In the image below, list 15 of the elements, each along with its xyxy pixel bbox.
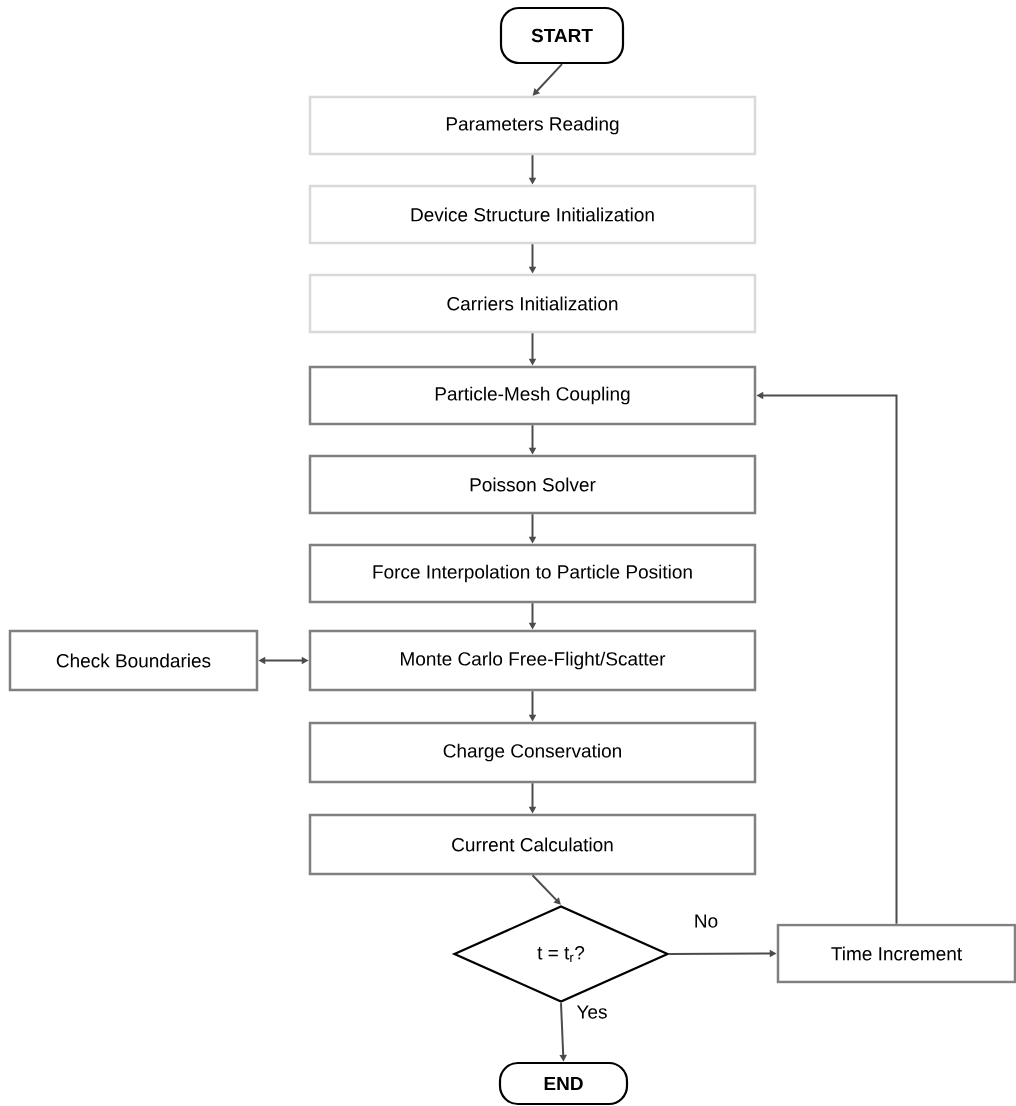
process-box: Device Structure Initialization	[308, 184, 757, 245]
edge-label: Yes	[575, 1004, 609, 1020]
process-box: Force Interpolation to Particle Position	[308, 543, 757, 604]
process-box: Current Calculation	[308, 813, 757, 876]
process-box: Parameters Reading	[308, 95, 757, 156]
arrow	[531, 874, 561, 905]
process-box: Charge Conservation	[308, 721, 757, 784]
arrow	[532, 63, 563, 96]
process-box: Check Boundaries	[8, 629, 259, 692]
process-box: Monte Carlo Free-Flight/Scatter	[308, 629, 757, 692]
edge-label: No	[692, 913, 720, 929]
process-box: Poisson Solver	[308, 454, 757, 515]
process-box: Carriers Initialization	[308, 273, 757, 334]
process-box: Particle-Mesh Coupling	[308, 365, 757, 426]
process-box: Time Increment	[776, 923, 1016, 984]
